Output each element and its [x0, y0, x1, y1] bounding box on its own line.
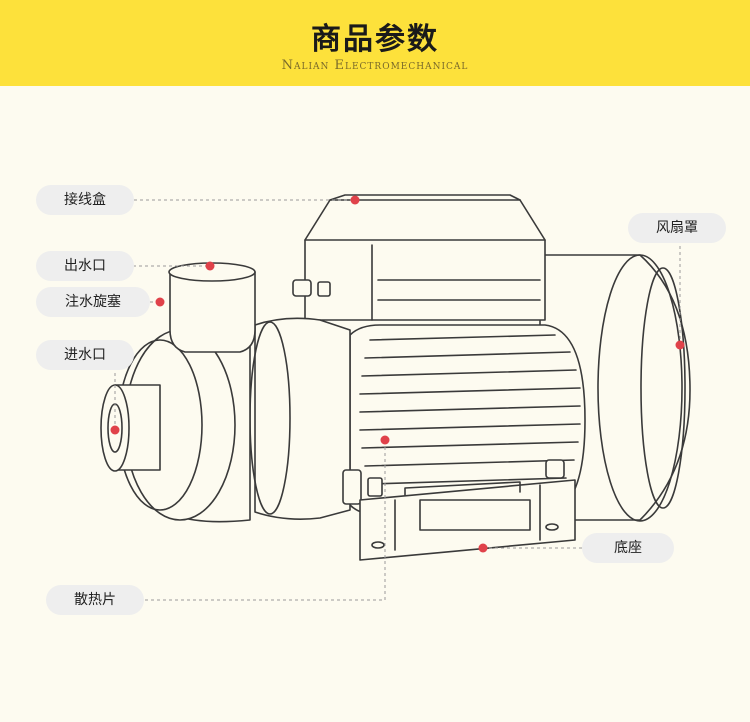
label-fan-cover: 风扇罩	[628, 213, 726, 243]
header-banner: 商品参数 Nalian Electromechanical	[0, 0, 750, 86]
label-heat-sink: 散热片	[46, 585, 144, 615]
brand-subtitle: Nalian Electromechanical	[281, 58, 469, 73]
label-outlet: 出水口	[36, 251, 134, 281]
pump-diagram	[100, 194, 691, 601]
page-title: 商品参数	[311, 22, 439, 57]
label-junction-box: 接线盒	[36, 185, 134, 215]
label-priming-plug: 注水旋塞	[36, 287, 150, 317]
label-inlet: 进水口	[36, 340, 134, 370]
label-base: 底座	[582, 533, 674, 563]
